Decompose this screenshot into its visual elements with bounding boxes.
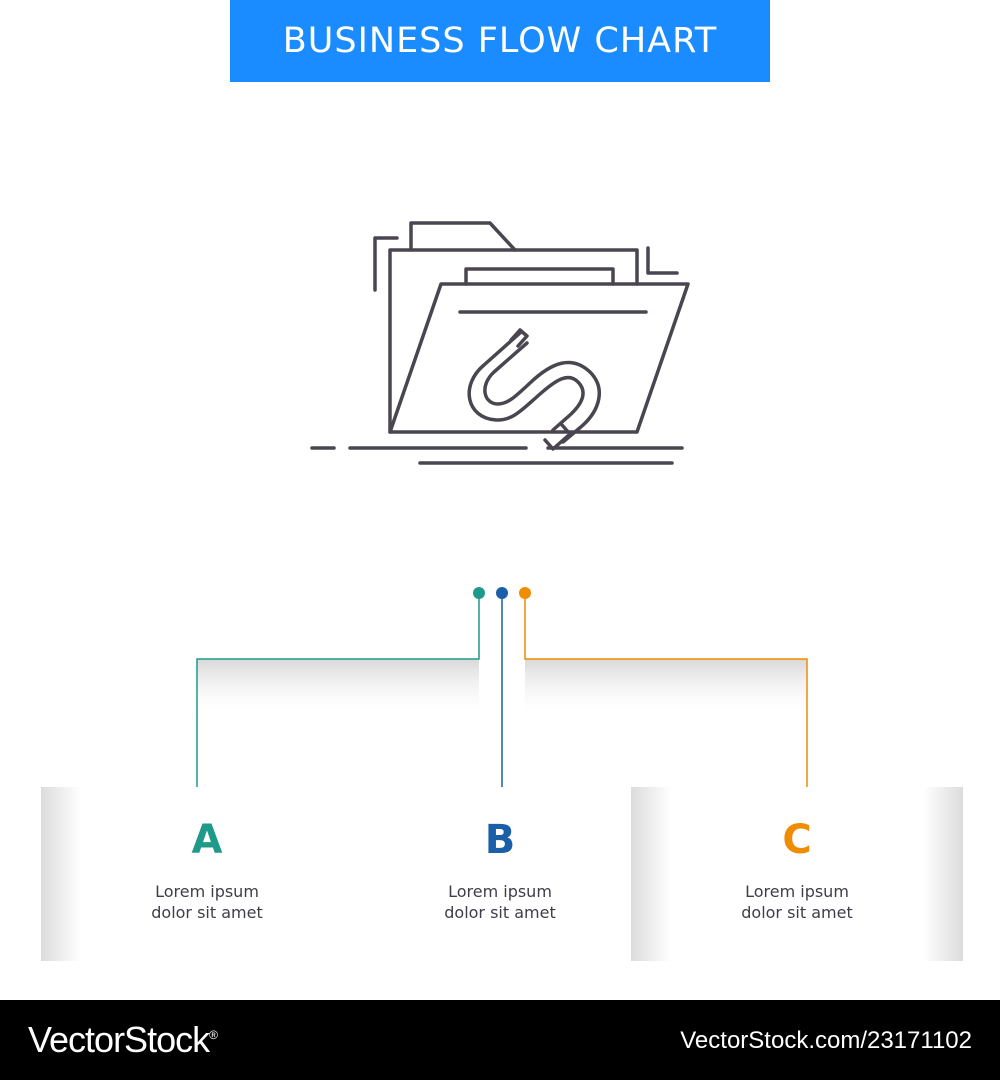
step-b-line2: dolor sit amet xyxy=(444,903,556,922)
flow-diagram xyxy=(196,221,808,798)
footer-brand-name: VectorStock xyxy=(28,1019,210,1060)
connector-c xyxy=(524,593,808,798)
step-a-line2: dolor sit amet xyxy=(151,903,263,922)
folder-magnet-icon xyxy=(310,221,690,465)
step-a-line1: Lorem ipsum xyxy=(155,882,259,901)
step-a-box: A Lorem ipsum dolor sit amet xyxy=(41,787,373,961)
footer-image-id: VectorStock.com/23171102 xyxy=(680,1027,972,1054)
step-c-line1: Lorem ipsum xyxy=(745,882,849,901)
connector-dot-b xyxy=(496,587,508,599)
footer-brand: VectorStock® xyxy=(28,1019,218,1061)
connector-shadow-left xyxy=(197,659,479,719)
page-title: BUSINESS FLOW CHART xyxy=(282,21,718,61)
watermark-footer: VectorStock® VectorStock.com/23171102 xyxy=(0,1000,1000,1080)
step-c-letter: C xyxy=(782,817,812,863)
footer-registered-mark: ® xyxy=(209,1028,218,1042)
step-b-text: Lorem ipsum dolor sit amet xyxy=(334,881,666,923)
title-banner: BUSINESS FLOW CHART xyxy=(230,0,770,82)
step-b-box: B Lorem ipsum dolor sit amet xyxy=(334,787,666,961)
connector-dot-c xyxy=(519,587,531,599)
step-c-text: Lorem ipsum dolor sit amet xyxy=(631,881,963,923)
connector-a xyxy=(196,593,480,798)
step-b-line1: Lorem ipsum xyxy=(448,882,552,901)
step-b-letter: B xyxy=(484,817,516,863)
connector-dot-a xyxy=(473,587,485,599)
step-a-letter: A xyxy=(191,817,223,863)
step-c-box: C Lorem ipsum dolor sit amet xyxy=(631,787,963,961)
connector-shadow-right xyxy=(525,659,807,719)
step-a-text: Lorem ipsum dolor sit amet xyxy=(41,881,373,923)
step-c-line2: dolor sit amet xyxy=(741,903,853,922)
